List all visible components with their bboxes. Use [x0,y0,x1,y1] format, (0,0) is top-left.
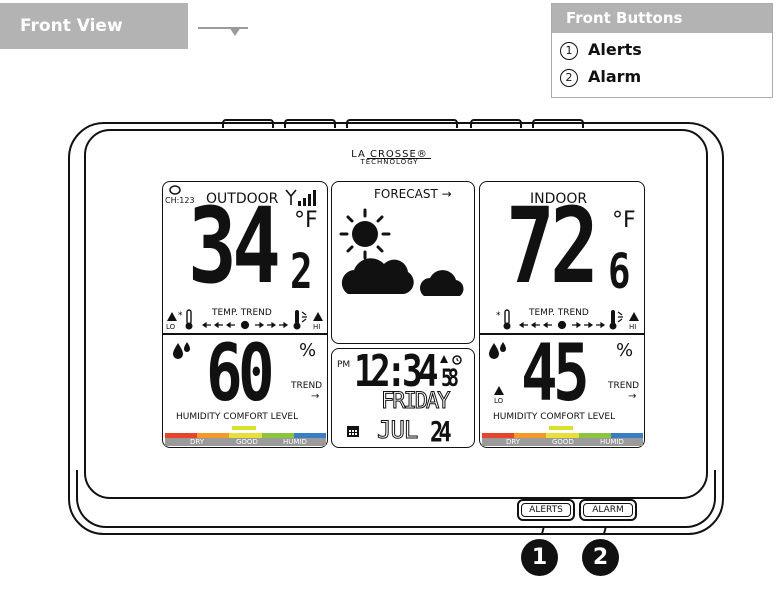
indoor-temp-decimal: 6 [608,244,631,300]
outdoor-comfort-indicator [232,426,256,430]
indoor-title: INDOOR [530,191,588,207]
front-view-banner: Front View [0,3,188,49]
indoor-temp-main: 72 [506,185,599,307]
outdoor-good: GOOD [236,438,258,446]
temp-trend-arrows-icon [201,320,289,330]
alarm-bell-icon [440,355,462,365]
partly-cloudy-icon [339,208,464,296]
indoor-divider [480,333,644,335]
forecast-title: FORECAST → [374,187,452,201]
indoor-trend-arrow-icon: → [628,391,637,402]
clock-panel [331,348,475,448]
front-buttons-legend: Front Buttons 1 Alerts 2 Alarm [551,3,773,98]
outdoor-humidity-trend: TREND [291,381,323,391]
outdoor-divider [163,333,327,335]
legend-item-alarm: 2 Alarm [560,67,641,87]
clock-seconds: 58 [441,364,459,392]
outdoor-temp-decimal: 2 [290,244,313,300]
forecast-panel [331,181,475,344]
outdoor-comfort-scale [165,438,326,446]
outdoor-comfort-bar [165,433,327,438]
clock-time: 12:34 [354,346,439,397]
lo-alert-icon [167,312,177,321]
outdoor-hi: HI [313,323,321,331]
indoor-dry: DRY [506,438,521,446]
indoor-comfort-scale [482,438,643,446]
hi-alert-icon [313,312,323,321]
outdoor-humid: HUMID [283,438,307,446]
callout-number-1: 1 [521,539,558,576]
indoor-comfort-indicator [549,426,573,430]
outdoor-temp-unit: °F [294,208,318,233]
outdoor-humidity-unit: % [299,340,317,361]
indoor-humidity-unit: % [616,340,634,361]
outdoor-temp-main: 34 [188,185,281,307]
outdoor-trend-label: TEMP. TREND [212,308,272,318]
channel-cycle-icon [169,185,181,195]
indoor-good: GOOD [552,438,574,446]
legend-number-2: 2 [560,69,578,87]
alerts-button[interactable]: ALERTS [517,499,575,521]
indoor-humidity-lo-alert-icon [494,386,504,395]
svg-text:*: * [496,311,501,321]
indoor-temp-trend-arrows-icon [518,320,606,330]
banner-connector-line [198,27,248,29]
indoor-humid: HUMID [600,438,624,446]
calendar-icon [347,426,359,437]
clock-date: 24 [430,415,452,448]
trend-arrow-icon: → [311,391,320,402]
device-base [76,470,716,528]
callout-number-2: 2 [582,539,619,576]
indoor-comfort-bar [482,433,644,438]
humidity-drops-icon [173,342,190,359]
indoor-hi: HI [629,323,637,331]
clock-ampm: PM [337,360,351,370]
chevron-down-icon [229,27,241,36]
outdoor-lo: LO [166,323,176,331]
legend-label-alerts: Alerts [588,40,642,59]
brand-divider [367,158,431,159]
legend-label-alarm: Alarm [588,67,642,86]
alarm-button-label: ALARM [583,503,633,517]
legend-number-1: 1 [560,42,578,60]
svg-text:*: * [178,311,183,321]
hot-thermometer-icon [293,310,307,330]
alerts-button-label: ALERTS [521,503,571,517]
indoor-temp-unit: °F [612,208,636,233]
indoor-humidity: 45 [521,329,590,419]
brand-logo: LA CROSSE® [351,149,428,160]
indoor-comfort-label: HUMIDITY COMFORT LEVEL [493,412,616,422]
cold-thermometer-icon: * [178,309,193,330]
front-buttons-title: Front Buttons [552,4,772,33]
indoor-cold-thermometer-icon: * [496,309,511,330]
signal-strength-icon [285,189,316,206]
indoor-humidity-trend: TREND [608,381,640,391]
outdoor-title: OUTDOOR [206,191,279,207]
device-outer-frame [68,122,724,535]
outdoor-channel: CH:123 [165,196,195,205]
outdoor-panel [162,181,328,448]
device-screen-bezel [84,129,708,499]
brand-tagline: TECHNOLOGY [360,158,419,166]
outdoor-humidity: 60 [206,329,275,419]
indoor-trend-label: TEMP. TREND [529,308,589,318]
legend-item-alerts: 1 Alerts [560,40,642,60]
alarm-button[interactable]: ALARM [579,499,637,521]
clock-month: JUL [376,416,418,444]
indoor-hi-alert-icon [629,312,639,321]
outdoor-dry: DRY [190,438,205,446]
indoor-hot-thermometer-icon [609,310,623,330]
outdoor-comfort-label: HUMIDITY COMFORT LEVEL [176,412,299,422]
indoor-humidity-drops-icon [489,342,506,359]
indoor-humidity-lo: LO [494,397,504,405]
indoor-panel [479,181,645,448]
clock-day: FRIDAY [380,389,451,414]
